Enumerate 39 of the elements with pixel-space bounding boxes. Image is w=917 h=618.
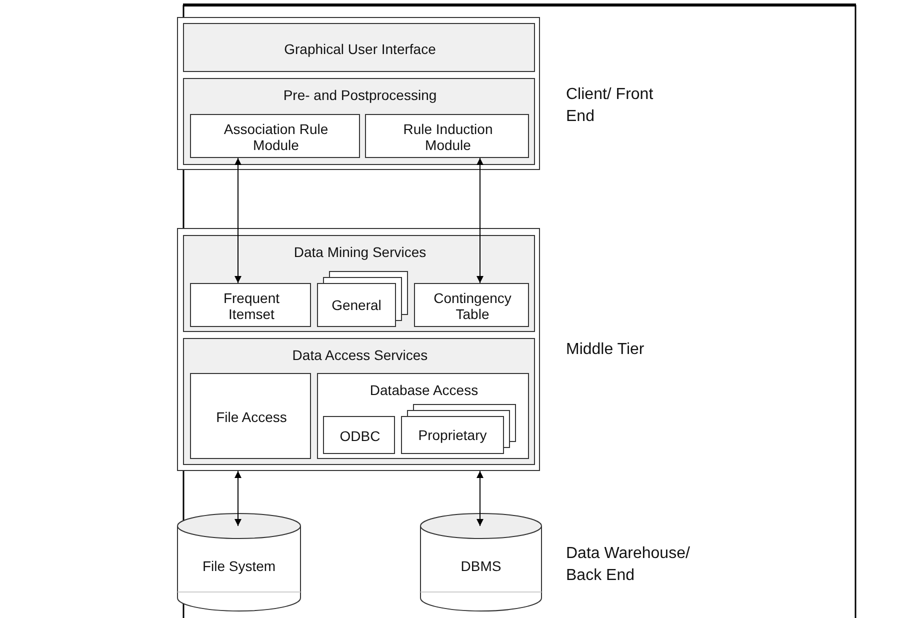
- module-label: Database Access: [368, 382, 480, 398]
- module-box: [414, 283, 529, 327]
- database-cylinder: [420, 513, 542, 611]
- module-box: [190, 283, 311, 327]
- service-panel: [183, 235, 535, 332]
- arrow: [476, 158, 484, 284]
- service-panel: [183, 23, 535, 72]
- module-label: Association Rule Module: [222, 121, 330, 153]
- module-label: DBMS: [460, 558, 502, 574]
- tier-frame: [177, 17, 540, 170]
- tier-label: Data Warehouse/ Back End: [566, 544, 691, 586]
- arrow: [476, 470, 484, 526]
- service-panel: [183, 338, 535, 465]
- arrow: [234, 158, 242, 284]
- module-box: [317, 373, 529, 459]
- module-label: Contingency Table: [432, 290, 512, 322]
- module-label: File Access: [215, 409, 288, 425]
- module-label: ODBC: [338, 428, 382, 444]
- module-label: Rule Induction Module: [402, 121, 494, 153]
- module-box: [365, 114, 529, 158]
- arrow: [234, 470, 242, 526]
- module-label: Pre- and Postprocessing: [282, 87, 438, 103]
- tier-label: Middle Tier: [566, 340, 646, 360]
- module-label: Proprietary: [417, 427, 488, 443]
- module-label: Frequent Itemset: [222, 290, 281, 322]
- module-label: Graphical User Interface: [283, 40, 437, 56]
- module-box: [323, 416, 395, 454]
- tier-frame: [177, 228, 540, 471]
- module-label: Data Mining Services: [292, 244, 428, 260]
- stacked-module-box: [401, 404, 516, 454]
- module-label: General: [330, 297, 382, 313]
- service-panel: [183, 78, 535, 165]
- database-cylinder: [177, 513, 301, 611]
- module-box: [190, 114, 360, 158]
- tier-label: Client/ Front End: [566, 85, 654, 127]
- module-box: [190, 373, 311, 459]
- stacked-module-box: [317, 271, 408, 327]
- module-label: Data Access Services: [291, 347, 429, 363]
- module-label: File System: [201, 558, 277, 574]
